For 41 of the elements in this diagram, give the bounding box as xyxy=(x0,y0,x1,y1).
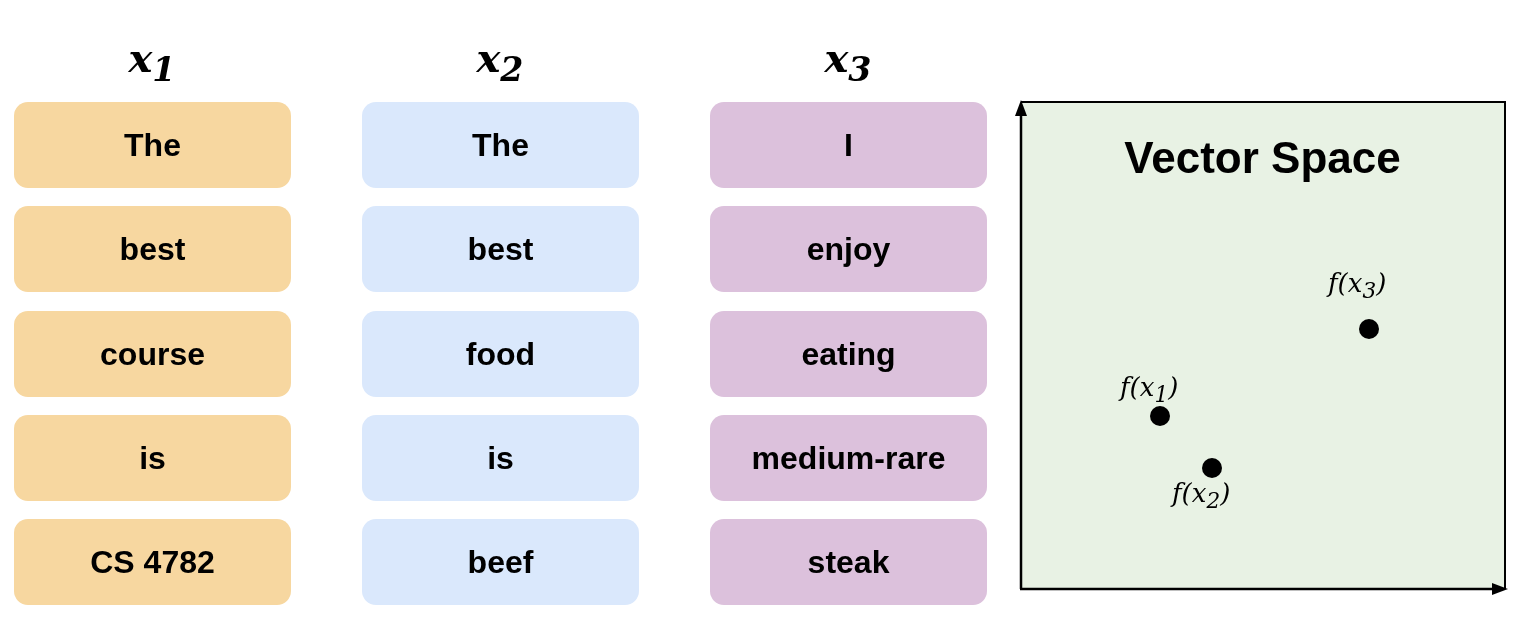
word-box xyxy=(14,311,291,397)
word-box xyxy=(710,311,987,397)
word-box xyxy=(362,206,639,292)
word-text: best xyxy=(119,230,186,268)
word-text: is xyxy=(139,439,166,477)
word-text: steak xyxy=(807,543,890,581)
column-heading: x$_{1}$ xyxy=(127,38,177,87)
word-text: medium-rare xyxy=(751,439,946,477)
word-box xyxy=(362,102,639,188)
column-heading: x$_{2}$ xyxy=(475,38,525,87)
word-box xyxy=(710,206,987,292)
word-text: The xyxy=(472,126,529,164)
data-point xyxy=(1202,458,1222,478)
word-box xyxy=(14,206,291,292)
word-text: eating xyxy=(801,335,896,373)
word-box xyxy=(362,415,639,501)
point-label: f(x$_{3}$) xyxy=(1328,270,1387,302)
vector-space-panel xyxy=(1021,101,1506,589)
word-text: CS 4782 xyxy=(90,543,215,581)
word-text: course xyxy=(100,335,205,373)
panel-title: Vector Space xyxy=(1123,133,1402,183)
word-text: best xyxy=(467,230,534,268)
word-text: enjoy xyxy=(806,230,891,268)
word-box xyxy=(14,102,291,188)
word-text: I xyxy=(844,126,853,164)
word-box xyxy=(710,415,987,501)
word-box xyxy=(362,519,639,605)
word-text: The xyxy=(124,126,181,164)
word-box xyxy=(710,102,987,188)
word-text: beef xyxy=(467,543,534,581)
column-heading: x$_{3}$ xyxy=(823,38,873,87)
data-point xyxy=(1150,406,1170,426)
word-box xyxy=(14,519,291,605)
word-text: is xyxy=(487,439,514,477)
point-label: f(x$_{1}$) xyxy=(1120,374,1179,406)
word-box xyxy=(362,311,639,397)
point-label: f(x$_{2}$) xyxy=(1172,480,1231,512)
word-box xyxy=(710,519,987,605)
data-point xyxy=(1359,319,1379,339)
word-box xyxy=(14,415,291,501)
word-text: food xyxy=(465,335,536,373)
